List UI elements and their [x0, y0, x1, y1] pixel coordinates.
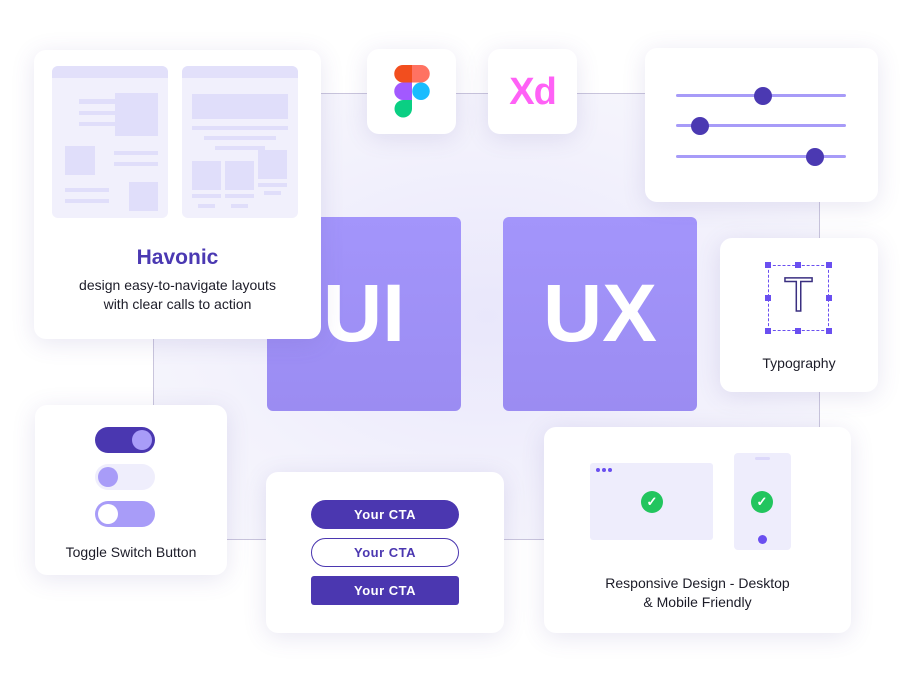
- havonic-desc-1: design easy-to-navigate layouts: [79, 277, 276, 293]
- slider-1[interactable]: [676, 86, 846, 105]
- toggle-off[interactable]: [95, 464, 155, 490]
- cta-outline-button[interactable]: Your CTA: [311, 538, 459, 567]
- slider-thumb[interactable]: [753, 86, 772, 105]
- ui-label: UI: [323, 268, 405, 359]
- responsive-card: ✓ ✓ Responsive Design - Desktop & Mobile…: [544, 427, 851, 633]
- slider-2[interactable]: [676, 116, 846, 135]
- xd-logo: Xd: [509, 71, 557, 113]
- havonic-desc-2: with clear calls to action: [103, 296, 252, 312]
- slider-thumb[interactable]: [690, 116, 709, 135]
- havonic-card: Havonic design easy-to-navigate layouts …: [34, 50, 321, 339]
- toggle-on[interactable]: [95, 427, 155, 453]
- desktop-mock: ✓: [590, 463, 713, 540]
- slider-3[interactable]: [676, 147, 846, 166]
- responsive-line-1: Responsive Design - Desktop: [605, 575, 790, 591]
- havonic-title: Havonic: [136, 246, 219, 269]
- typography-glyph: T: [783, 268, 814, 323]
- check-icon: ✓: [641, 491, 663, 513]
- xd-card: Xd: [488, 49, 577, 134]
- wireframe-right: [182, 66, 298, 218]
- typography-card: T Typography: [720, 238, 878, 392]
- cta-pill-button[interactable]: Your CTA: [311, 500, 459, 529]
- cta-square-button[interactable]: Your CTA: [311, 576, 459, 605]
- responsive-line-2: & Mobile Friendly: [643, 594, 752, 610]
- check-icon: ✓: [751, 491, 773, 513]
- toggle-off-alt[interactable]: [95, 501, 155, 527]
- figma-icon: [394, 65, 430, 118]
- mobile-mock: ✓: [734, 453, 791, 550]
- typography-label: Typography: [762, 355, 836, 371]
- ux-label: UX: [543, 268, 657, 359]
- ux-tile: UX: [503, 217, 697, 411]
- slider-thumb[interactable]: [806, 147, 825, 166]
- toggle-label: Toggle Switch Button: [65, 544, 197, 560]
- wireframe-left: [52, 66, 168, 218]
- figma-card: [367, 49, 456, 134]
